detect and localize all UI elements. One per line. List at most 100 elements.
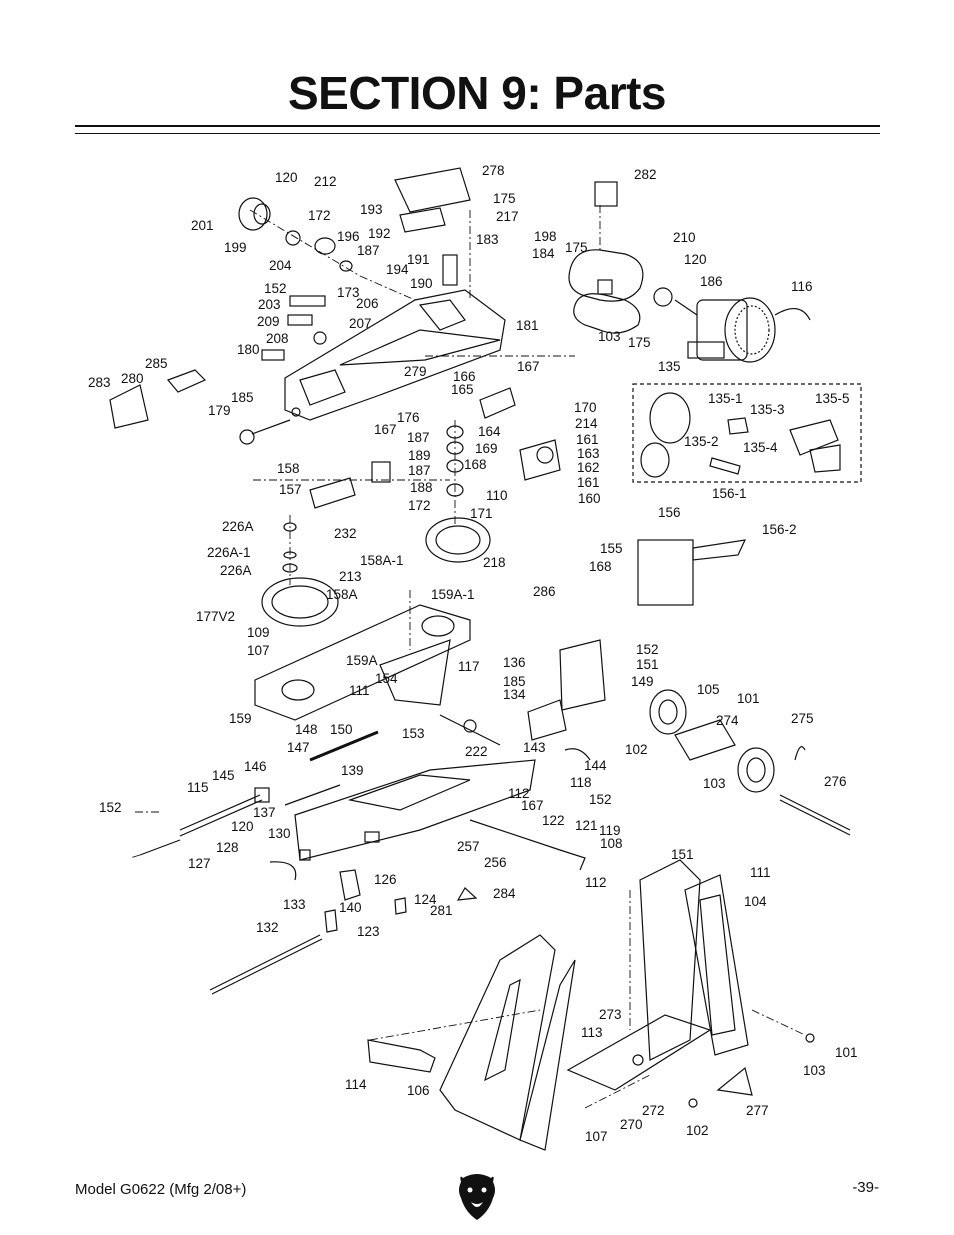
part-callout: 226A: [222, 519, 254, 534]
part-callout: 163: [577, 446, 600, 461]
part-callout: 159A: [346, 653, 378, 668]
part-callout: 161: [576, 432, 599, 447]
part-callout: 167: [517, 359, 540, 374]
part-callout: 208: [266, 331, 289, 346]
part-callout: 184: [532, 246, 555, 261]
part-callout: 169: [475, 441, 498, 456]
part-callout: 135-2: [684, 434, 719, 449]
part-callout: 187: [407, 430, 430, 445]
footer-model: Model G0622 (Mfg 2/08+): [75, 1181, 247, 1198]
part-callout: 171: [470, 506, 493, 521]
part-callout: 154: [375, 671, 398, 686]
part-callout: 102: [625, 742, 648, 757]
part-callout: 193: [360, 202, 383, 217]
part-callout: 170: [574, 400, 597, 415]
part-callout: 113: [581, 1025, 603, 1040]
part-callout: 108: [600, 836, 623, 851]
part-callout: 158A: [326, 587, 358, 602]
part-callout: 152: [636, 642, 659, 657]
part-callout: 147: [287, 740, 310, 755]
wheel-assembly-drawing: [637, 539, 851, 836]
part-callout: 128: [216, 840, 239, 855]
part-callout: 109: [247, 625, 270, 640]
part-callout: 133: [283, 897, 306, 912]
part-callout: 188: [410, 480, 433, 495]
part-callout: 120: [231, 819, 254, 834]
part-callout: 177V2: [196, 609, 235, 624]
head-casting-drawing: [284, 289, 506, 421]
part-callout: 101: [835, 1045, 858, 1060]
part-callout: 140: [339, 900, 362, 915]
part-callout: 135-1: [708, 391, 743, 406]
part-callout: 185: [503, 674, 526, 689]
part-callout: 104: [744, 894, 767, 909]
part-callout: 103: [703, 776, 726, 791]
bear-logo-icon: [459, 1174, 495, 1220]
part-callout: 279: [404, 364, 427, 379]
part-callout: 213: [339, 569, 362, 584]
part-callout: 285: [145, 356, 168, 371]
part-callout: 112: [585, 875, 607, 890]
part-callout: 281: [430, 903, 453, 918]
belt-cover-drawing: [568, 181, 644, 334]
part-callout: 164: [478, 424, 501, 439]
part-callout: 157: [279, 482, 302, 497]
part-callout: 204: [269, 258, 292, 273]
part-callout: 114: [345, 1077, 367, 1092]
part-callout: 137: [253, 805, 276, 820]
part-callout: 207: [349, 316, 372, 331]
part-callout: 149: [631, 674, 654, 689]
part-callout: 272: [642, 1103, 665, 1118]
part-callout: 135-5: [815, 391, 850, 406]
part-callout: 116: [791, 279, 813, 294]
part-callout: 145: [212, 768, 235, 783]
part-callout: 183: [476, 232, 499, 247]
part-callout: 111: [750, 865, 771, 880]
part-callout: 172: [308, 208, 331, 223]
vise-screw-drawing: [139, 730, 379, 881]
part-callout: 280: [121, 371, 144, 386]
part-callout: 155: [600, 541, 623, 556]
part-callout: 153: [402, 726, 425, 741]
part-callout: 187: [408, 463, 431, 478]
part-callout: 173: [337, 285, 360, 300]
part-callout: 274: [716, 713, 739, 728]
part-callout: 102: [686, 1123, 709, 1138]
part-callout: 106: [407, 1083, 430, 1098]
part-callout: 120: [684, 252, 707, 267]
part-callout: 151: [636, 657, 659, 672]
title-rule-thin: [75, 133, 880, 134]
part-callout: 115: [187, 780, 209, 795]
part-callout: 214: [575, 416, 598, 431]
part-callout: 146: [244, 759, 267, 774]
part-callout: 103: [598, 329, 621, 344]
part-callout: 148: [295, 722, 318, 737]
part-callout: 226A: [220, 563, 252, 578]
part-callout: 166: [453, 369, 476, 384]
part-callout: 101: [737, 691, 760, 706]
part-callout: 122: [542, 813, 565, 828]
part-callout: 127: [188, 856, 211, 871]
part-callout: 162: [577, 460, 600, 475]
part-callout: 107: [585, 1129, 608, 1144]
part-callout: 156-1: [712, 486, 747, 501]
part-callout: 168: [589, 559, 612, 574]
part-callout: 277: [746, 1103, 769, 1118]
part-callout: 120: [275, 170, 298, 185]
part-callout: 198: [534, 229, 557, 244]
part-callout: 150: [330, 722, 353, 737]
part-callout: 103: [803, 1063, 826, 1078]
part-callout: 275: [791, 711, 814, 726]
part-callout: 130: [268, 826, 291, 841]
part-callout: 144: [584, 758, 607, 773]
part-callout: 194: [386, 262, 409, 277]
part-callout: 134: [503, 687, 526, 702]
part-callout: 276: [824, 774, 847, 789]
part-callout: 165: [451, 382, 474, 397]
part-callout: 196: [337, 229, 360, 244]
part-callout: 175: [565, 240, 588, 255]
part-callout: 278: [482, 163, 505, 178]
part-callout: 209: [257, 314, 280, 329]
stand-leg-drawing: [367, 859, 815, 1151]
title-rule-thick: [75, 125, 880, 127]
